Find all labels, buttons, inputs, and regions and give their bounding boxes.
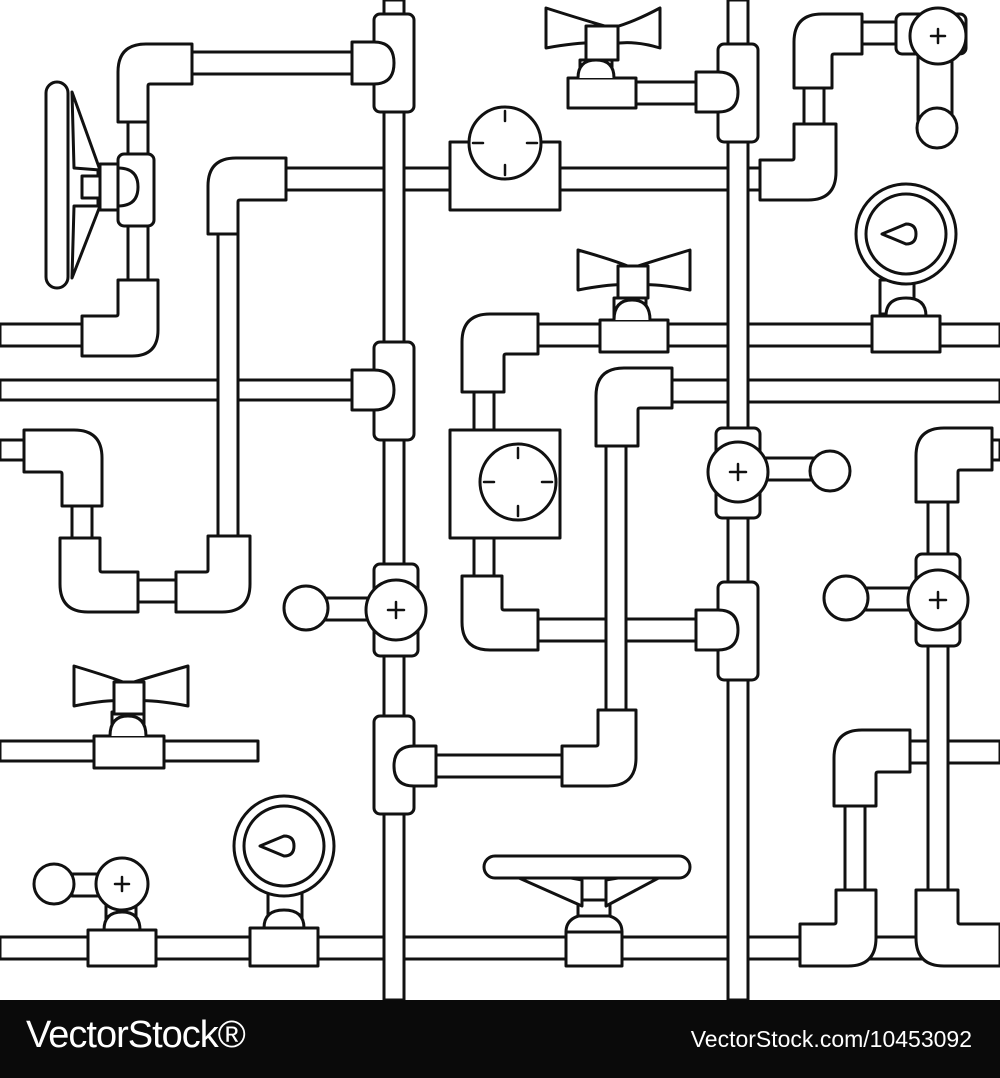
tee-joint — [350, 12, 416, 114]
pressure-gauges — [232, 182, 958, 968]
lever-valve — [894, 6, 968, 150]
lever-valve — [822, 552, 970, 648]
elbow-pipe — [206, 156, 288, 236]
brand-logo-text: VectorStock® — [26, 1014, 246, 1056]
butterfly-valve — [544, 6, 662, 110]
pressure-gauge — [854, 182, 958, 354]
elbow-pipe — [22, 428, 104, 508]
elbow-pipe — [914, 888, 1000, 968]
handwheel-valve — [44, 80, 120, 290]
elbow-pipe — [80, 278, 160, 358]
tee-joint — [694, 580, 760, 682]
lever-valve — [706, 426, 852, 520]
flow-meters — [448, 105, 562, 540]
elbow-pipe — [58, 536, 140, 614]
image-reference: VectorStock.com/10453092 — [690, 1026, 972, 1052]
watermark-footer: VectorStock® VectorStock.com/10453092 — [0, 1000, 1000, 1078]
tee-joint — [694, 42, 760, 144]
pressure-gauge — [232, 794, 336, 968]
elbow-pipe — [798, 888, 878, 968]
tee-joints — [96, 12, 760, 816]
butterfly-valve — [72, 664, 190, 770]
elbow-pipes — [22, 12, 1000, 968]
elbow-pipe — [594, 366, 674, 448]
elbow-pipe — [560, 708, 638, 788]
elbow-pipe — [758, 122, 838, 202]
handwheel-valve — [482, 854, 692, 968]
pipe-pattern-artwork — [0, 0, 1000, 1000]
tee-joint — [372, 714, 438, 816]
elbow-pipe — [832, 728, 912, 808]
elbow-pipe — [914, 426, 994, 504]
elbow-pipe — [460, 574, 540, 652]
butterfly-valve — [576, 248, 692, 354]
elbow-pipe — [460, 312, 540, 394]
lever-valve — [32, 856, 158, 968]
elbow-pipe — [792, 12, 864, 90]
tee-joint — [350, 340, 416, 442]
flow-meter — [448, 428, 562, 540]
lever-valves — [32, 6, 970, 968]
flow-meter — [448, 105, 562, 212]
butterfly-valves — [72, 6, 692, 770]
elbow-pipe — [116, 42, 194, 124]
elbow-pipe — [174, 534, 252, 614]
handwheel-valves — [44, 80, 692, 968]
lever-valve — [282, 562, 428, 658]
